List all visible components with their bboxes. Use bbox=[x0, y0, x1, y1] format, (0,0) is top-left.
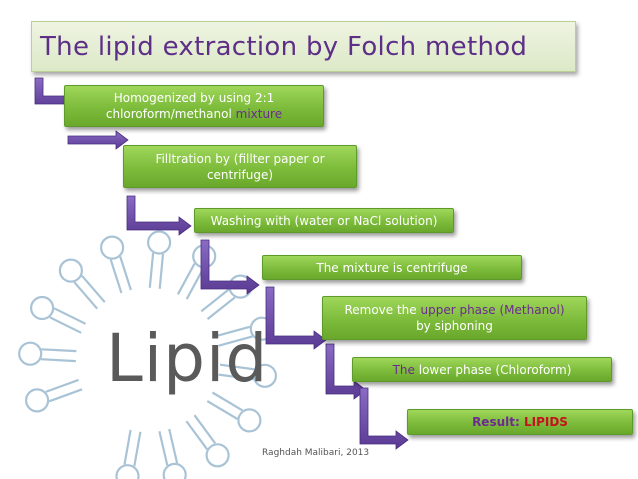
lipid-tail-5-1 bbox=[119, 256, 132, 291]
lipid-tail-10-1 bbox=[218, 373, 254, 381]
lipid-tail-2-1 bbox=[41, 348, 77, 353]
step-filtration: Filltration by (fillter paper or centrif… bbox=[123, 145, 357, 188]
connector-arrow-7 bbox=[359, 387, 409, 450]
lipid-tail-7-2 bbox=[176, 262, 196, 295]
lipid-tail-2-2 bbox=[40, 358, 76, 363]
lipid-tail-11-1 bbox=[206, 400, 238, 420]
lipid-head-10 bbox=[252, 363, 277, 388]
lipid-tail-4-1 bbox=[81, 274, 106, 303]
connector-arrow-4 bbox=[200, 239, 260, 295]
lipid-tail-14-1 bbox=[123, 429, 132, 465]
step-lower-text: lower phase (Chloroform) bbox=[414, 362, 572, 377]
lipid-tail-14-2 bbox=[133, 431, 142, 467]
step-homogenize-line2: chloroform/methanol bbox=[105, 107, 236, 121]
step-washing: Washing with (water or NaCl solution) bbox=[194, 208, 454, 233]
result-label: Result: bbox=[472, 415, 524, 429]
lipid-head-12 bbox=[205, 443, 230, 468]
lipid-head-11 bbox=[237, 408, 262, 433]
page-title: The lipid extraction by Folch method bbox=[40, 31, 528, 62]
lipid-logo-word: Lipid bbox=[106, 320, 269, 397]
lipid-tail-13-1 bbox=[158, 431, 169, 466]
connector-arrow-6 bbox=[325, 343, 367, 400]
lipid-tail-11-2 bbox=[211, 391, 244, 412]
lipid-tail-9-1 bbox=[218, 335, 253, 347]
result-value: LIPIDS bbox=[523, 415, 568, 429]
lipid-tail-12-1 bbox=[185, 420, 208, 450]
step-lower-highlight: The bbox=[392, 362, 415, 377]
step-result: Result: LIPIDS bbox=[407, 409, 633, 435]
lipid-tail-13-2 bbox=[168, 428, 179, 464]
connector-arrow-2 bbox=[67, 130, 129, 150]
connector-arrow-5 bbox=[265, 286, 327, 350]
connector-arrow-3 bbox=[126, 195, 192, 236]
lipid-head-13 bbox=[162, 462, 187, 479]
lipid-head-4 bbox=[58, 258, 84, 283]
lipid-tail-10-2 bbox=[219, 363, 255, 371]
step-remove-line2: by siphoning bbox=[416, 319, 493, 333]
lipid-tail-9-2 bbox=[215, 325, 251, 338]
lipid-tail-1-2 bbox=[48, 388, 83, 403]
step-washing-text: Washing with (water or NaCl solution) bbox=[210, 213, 438, 228]
lipid-head-2 bbox=[18, 341, 43, 366]
step-homogenize: Homogenized by using 2:1 chloroform/meth… bbox=[64, 85, 324, 127]
author-credit: Raghdah Malibari, 2013 bbox=[262, 448, 370, 458]
lipid-head-3 bbox=[29, 295, 55, 321]
step-homogenize-line1: Homogenized by using 2:1 bbox=[113, 91, 275, 105]
step-filtration-line1: Filltration by (fillter paper or bbox=[155, 151, 325, 166]
lipid-tail-4-2 bbox=[73, 281, 99, 310]
lipid-tail-8-1 bbox=[206, 296, 236, 320]
lipid-tail-6-2 bbox=[148, 252, 155, 288]
lipid-tail-6-1 bbox=[158, 253, 165, 289]
step-remove-prefix: Remove the bbox=[344, 303, 421, 317]
step-centrifuge-text: The mixture is centrifuge bbox=[316, 260, 468, 275]
lipid-head-6 bbox=[147, 230, 172, 255]
lipid-tail-3-2 bbox=[49, 316, 82, 334]
lipid-tail-5-2 bbox=[109, 259, 123, 294]
title-box: The lipid extraction by Folch method bbox=[31, 21, 576, 72]
step-homogenize-highlight: mixture bbox=[235, 107, 283, 121]
lipid-head-5 bbox=[99, 235, 125, 260]
lipid-tail-12-2 bbox=[193, 414, 217, 445]
lipid-tail-3-1 bbox=[53, 307, 87, 325]
lipid-head-1 bbox=[24, 388, 50, 413]
lipid-tail-1-1 bbox=[45, 378, 79, 393]
lipid-head-14 bbox=[115, 464, 140, 479]
step-remove-highlight: upper phase (Methanol) bbox=[420, 303, 565, 317]
step-lower-phase: The lower phase (Chloroform) bbox=[352, 357, 612, 382]
step-filtration-line2: centrifuge) bbox=[206, 167, 274, 182]
lipid-tail-8-2 bbox=[200, 288, 230, 313]
step-remove-upper-phase: Remove the upper phase (Methanol) by sip… bbox=[322, 296, 587, 340]
step-centrifuge: The mixture is centrifuge bbox=[262, 255, 522, 280]
